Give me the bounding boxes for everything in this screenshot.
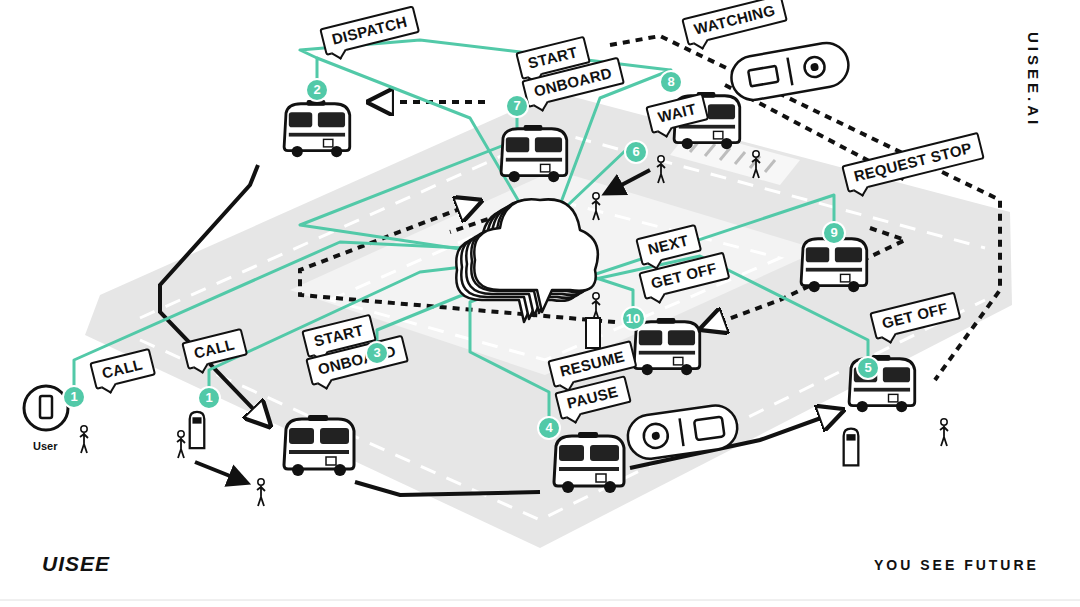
speech-bubble: GET OFF — [869, 292, 961, 340]
brand-logo: UISEE — [42, 552, 110, 576]
bubble-label: CALL — [100, 355, 145, 383]
callout-number-text: 2 — [307, 80, 327, 100]
callout-number-text: 7 — [507, 96, 527, 116]
callout-number: 2 — [305, 78, 329, 102]
bubble-label: DISPATCH — [330, 13, 409, 49]
callout-number-text: 1 — [64, 387, 84, 407]
bubble-label: PAUSE — [565, 382, 621, 412]
bubble-label: REQUEST STOP — [852, 139, 974, 186]
speech-bubble: CALL — [181, 328, 248, 370]
callout-number-text: 6 — [626, 142, 646, 162]
brand-url: UISEE.AI — [1025, 32, 1042, 128]
callout-number-text: 5 — [858, 358, 878, 378]
speech-bubble: CALL — [89, 348, 156, 390]
callout-number-text: 9 — [824, 223, 844, 243]
callout-number-text: 8 — [661, 72, 681, 92]
tagline: YOU SEE FUTURE — [874, 557, 1039, 573]
callout-number: 8 — [659, 70, 683, 94]
callout-number: 10 — [621, 306, 646, 331]
callout-number: 9 — [822, 221, 846, 245]
callout-number: 1 — [62, 385, 86, 409]
speech-bubble: REQUEST STOP — [841, 132, 985, 193]
speech-bubble: WAIT — [645, 93, 709, 134]
callout-number: 7 — [505, 94, 529, 118]
callout-number-text: 1 — [199, 388, 219, 408]
callout-number-text: 4 — [539, 418, 559, 438]
callout-number-text: 10 — [623, 308, 644, 329]
bubble-label: CALL — [192, 335, 237, 363]
speech-bubble: WATCHING — [681, 0, 788, 46]
bubble-label: WATCHING — [692, 1, 777, 39]
bubble-label: GET OFF — [880, 299, 950, 333]
callout-number: 1 — [197, 386, 221, 410]
bubble-label: NEXT — [646, 231, 691, 259]
bubble-label: WAIT — [656, 100, 698, 127]
callout-number: 4 — [537, 416, 561, 440]
callout-number-text: 3 — [367, 343, 387, 363]
caption-text: User — [33, 440, 57, 452]
callout-number: 5 — [856, 356, 880, 380]
callout-number: 3 — [365, 341, 389, 365]
speech-bubble: DISPATCH — [319, 5, 420, 56]
bubble-label: RESUME — [558, 347, 626, 380]
callout-number: 6 — [624, 140, 648, 164]
